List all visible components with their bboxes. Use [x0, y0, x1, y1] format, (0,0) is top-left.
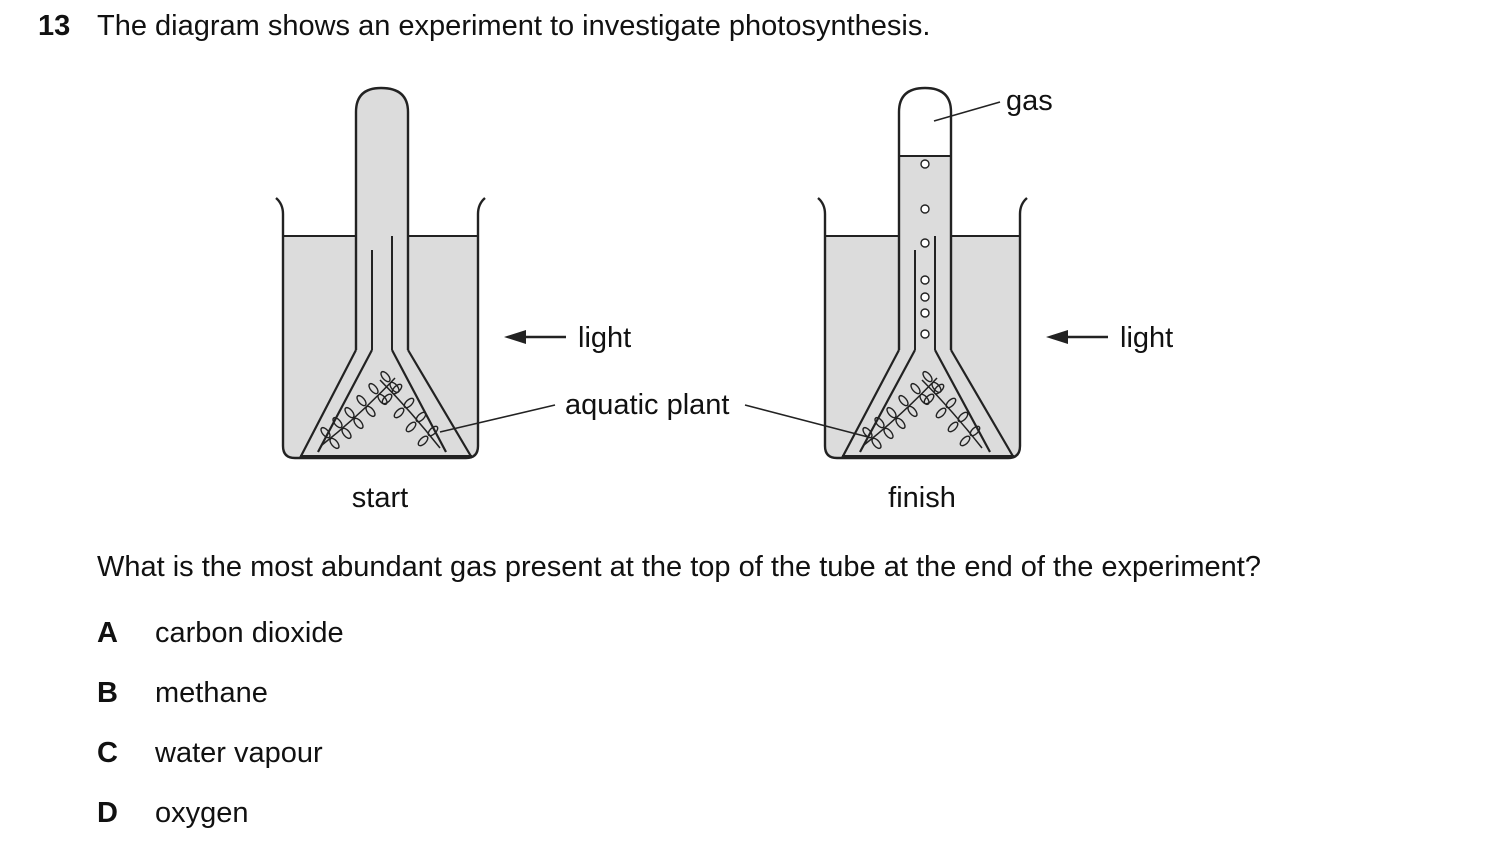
plant-leader-line-left: [439, 404, 556, 433]
start-label: start: [352, 482, 408, 514]
finish-beaker: [817, 197, 1028, 460]
gas-bubbles: [920, 159, 930, 339]
finish-gas-space: [899, 88, 951, 156]
option-text: carbon dioxide: [155, 617, 344, 649]
start-test-tube: [354, 86, 410, 350]
plant-leader-line-right: [744, 404, 869, 438]
start-beaker: [275, 197, 486, 460]
option-letter: B: [97, 677, 118, 709]
start-aquatic-plant: [318, 369, 441, 451]
gas-label: gas: [1006, 85, 1053, 117]
start-funnel: [299, 349, 473, 459]
aquatic-plant-label: aquatic plant: [565, 389, 729, 421]
option-letter: A: [97, 617, 118, 649]
question-number: 13: [38, 10, 71, 42]
option-text: oxygen: [155, 797, 249, 829]
option-letter: C: [97, 737, 118, 769]
option-text: methane: [155, 677, 268, 709]
option-text: water vapour: [155, 737, 323, 769]
photosynthesis-diagram: light light aquatic plant gas start fini…: [275, 85, 1173, 514]
finish-funnel: [841, 349, 1015, 459]
finish-aquatic-plant: [860, 369, 983, 451]
light-arrow-left: [504, 330, 566, 344]
start-apparatus: [275, 86, 486, 460]
question-stem: The diagram shows an experiment to inves…: [97, 10, 931, 42]
light-arrow-right: [1046, 330, 1108, 344]
question-prompt: What is the most abundant gas present at…: [97, 551, 1261, 583]
gas-leader-line: [933, 101, 1001, 122]
finish-label: finish: [888, 482, 956, 514]
light-label-left: light: [578, 322, 631, 354]
light-label-right: light: [1120, 322, 1173, 354]
finish-apparatus: [817, 86, 1028, 460]
option-letter: D: [97, 797, 118, 829]
